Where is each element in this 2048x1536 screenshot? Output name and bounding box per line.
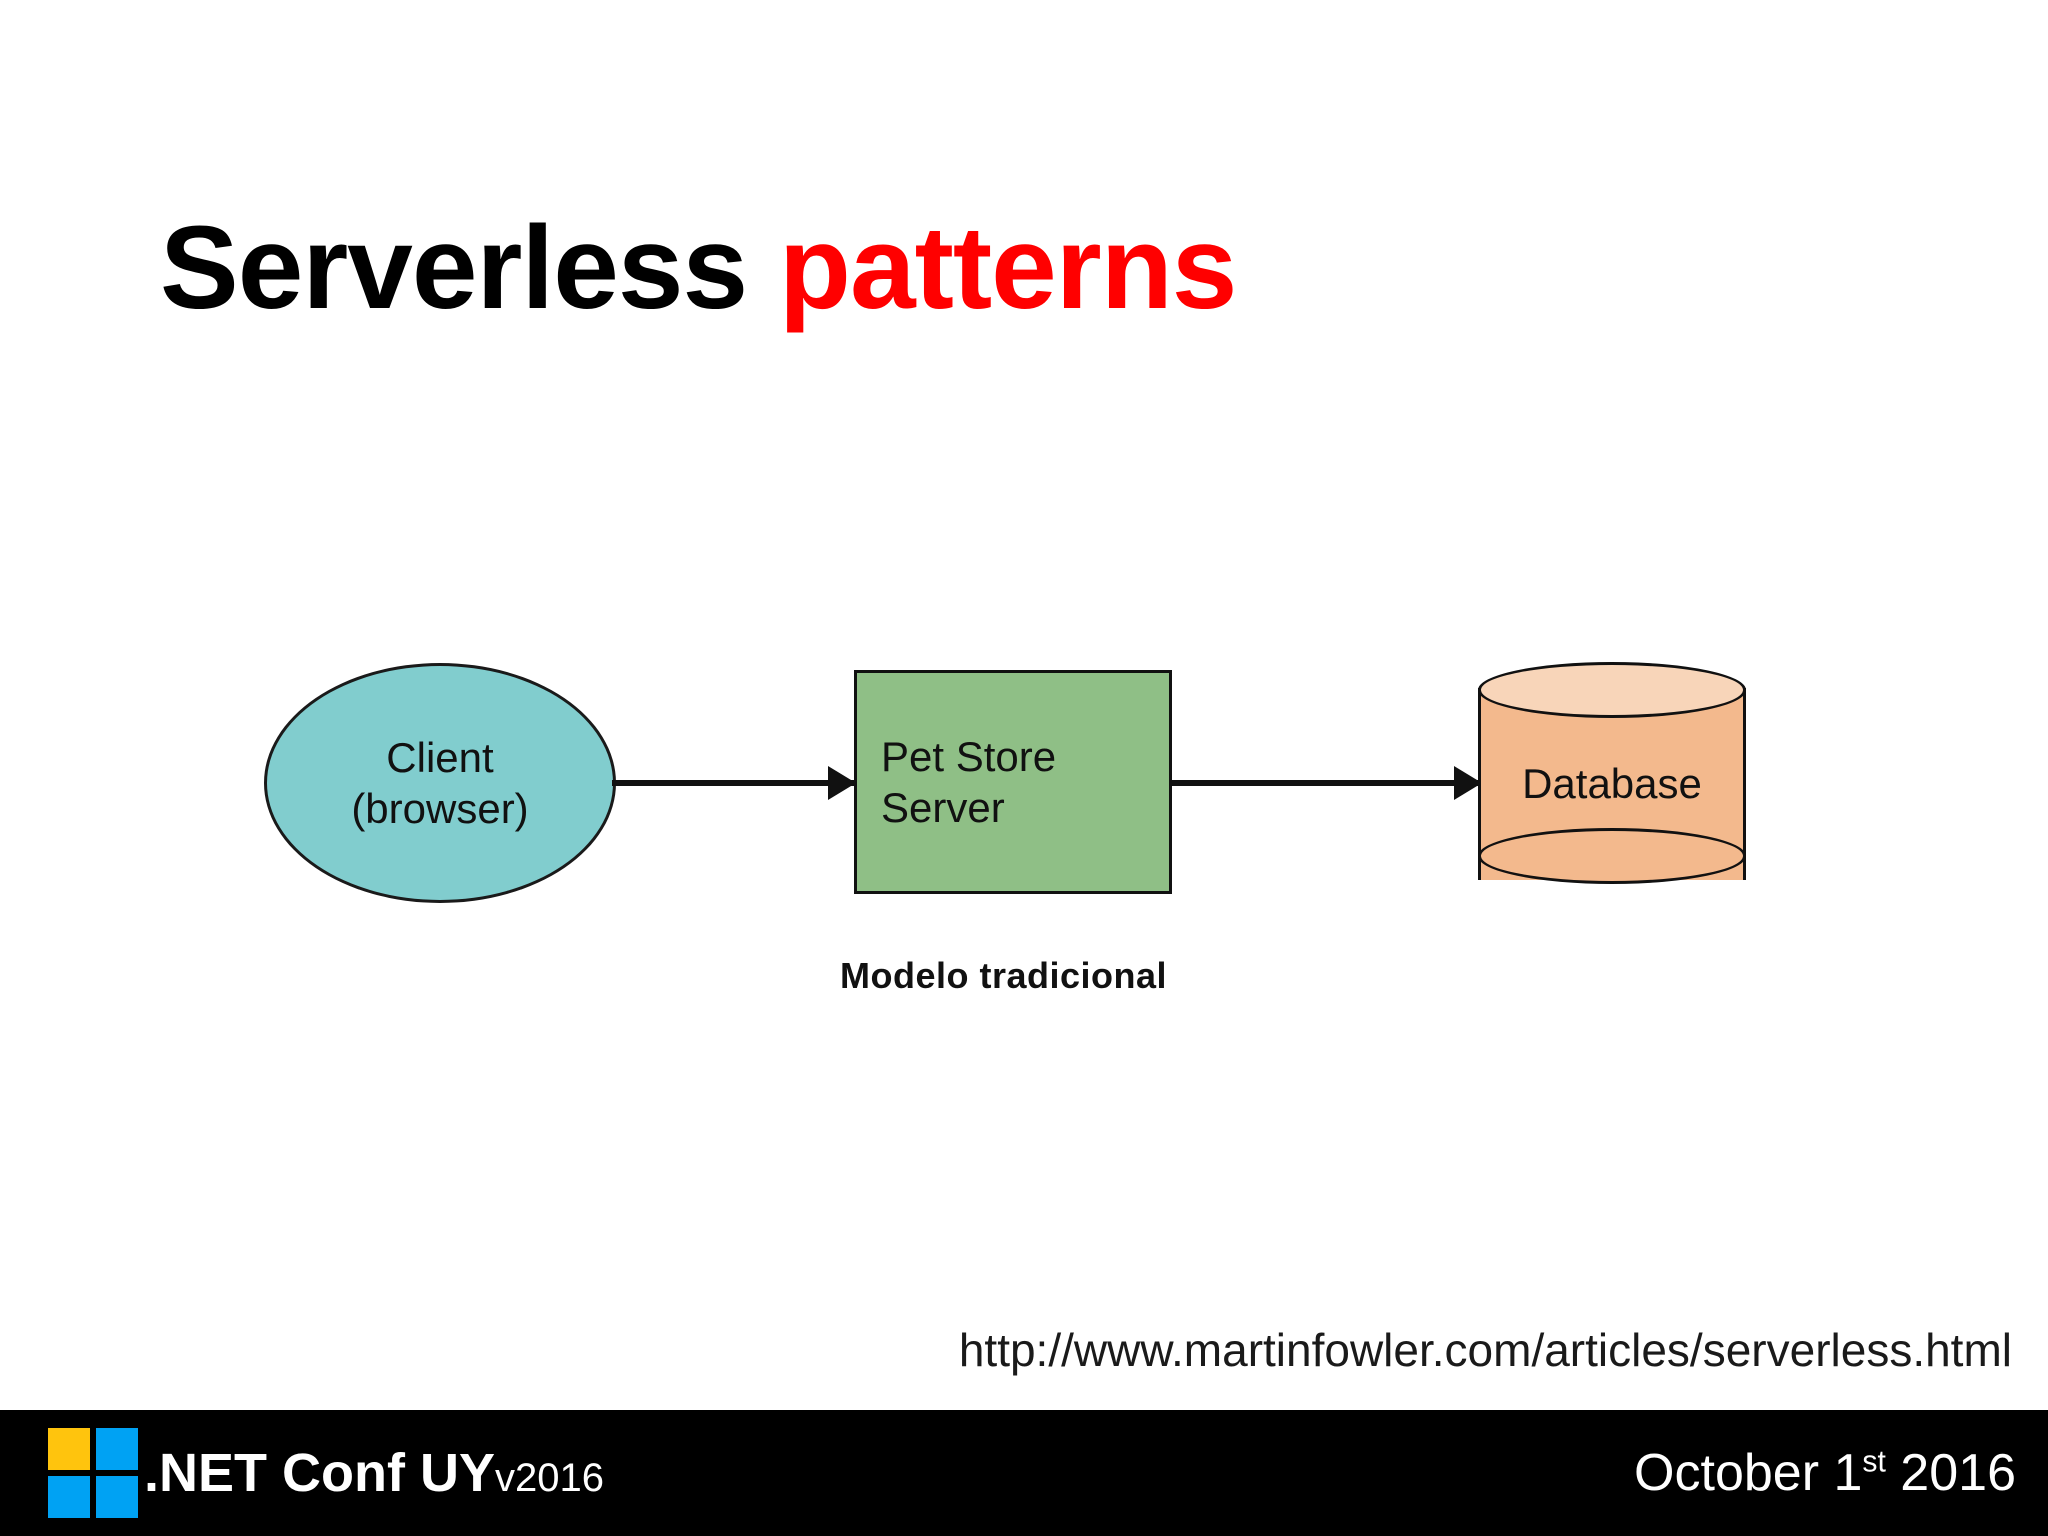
source-url-text: http://www.martinfowler.com/articles/ser…	[958, 1324, 2012, 1376]
diagram-node-database: Database	[1478, 662, 1746, 906]
diagram-node-client: Client (browser)	[264, 663, 616, 903]
logo-square-bottom-right	[96, 1476, 138, 1518]
footer-brand-version: v2016	[494, 1456, 604, 1500]
logo-square-top-right	[96, 1428, 138, 1470]
client-label-line1: Client	[386, 733, 494, 781]
database-label: Database	[1522, 760, 1702, 807]
diagram-node-pet-store-server: Pet Store Server	[854, 670, 1172, 894]
client-label-line2: (browser)	[351, 785, 529, 832]
page-title: Serverless patterns	[160, 206, 1237, 331]
slide-footer: .NET Conf UYv2016 October 1st 2016	[0, 1410, 2048, 1536]
footer-date-ordinal: st	[1862, 1445, 1886, 1479]
footer-date-prefix: October 1	[1634, 1444, 1863, 1502]
database-cylinder-top	[1478, 662, 1746, 718]
title-accent-text: patterns	[778, 202, 1238, 335]
title-main-text: Serverless	[160, 202, 779, 335]
server-label-line2: Server	[881, 784, 1005, 831]
server-label-line1: Pet Store	[881, 732, 1057, 780]
footer-brand-name: .NET Conf UY	[144, 1443, 495, 1503]
footer-date-year: 2016	[1885, 1444, 2016, 1502]
windows-logo-icon	[48, 1428, 138, 1518]
database-cylinder-bottom	[1478, 828, 1746, 884]
arrow-client-to-server	[612, 780, 854, 786]
arrow-server-to-database	[1170, 780, 1480, 786]
footer-date: October 1st 2016	[1634, 1447, 2016, 1499]
logo-square-top-left	[48, 1428, 90, 1470]
logo-square-bottom-left	[48, 1476, 90, 1518]
diagram-caption: Modelo tradicional	[840, 955, 1168, 996]
footer-brand-text: .NET Conf UYv2016	[144, 1446, 604, 1500]
footer-brand: .NET Conf UYv2016	[48, 1428, 604, 1518]
